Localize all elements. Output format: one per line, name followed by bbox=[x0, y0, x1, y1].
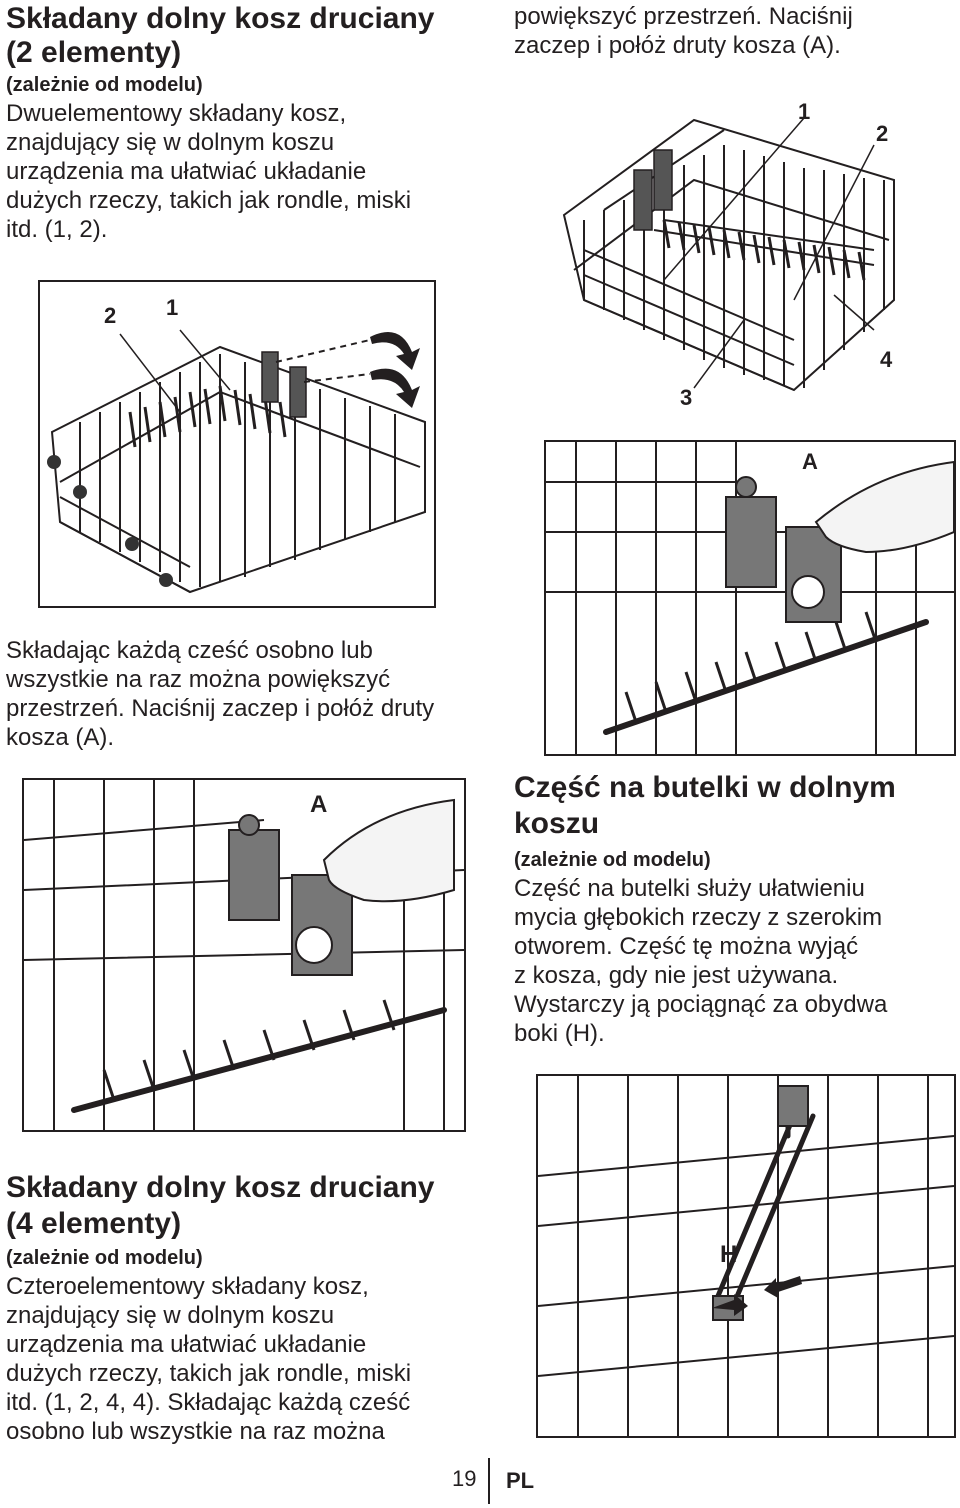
page-number: 19 bbox=[452, 1466, 477, 1491]
section-title: Składany dolny kosz druciany bbox=[6, 1171, 435, 1204]
bottle-part-illustration: H bbox=[536, 1074, 956, 1438]
section-body-line: znajdujący się w dolnym koszu bbox=[6, 129, 335, 156]
latch-press-illustration-right: A bbox=[544, 440, 956, 756]
section-folding-basket-2: Składany dolny kosz druciany (2 elementy… bbox=[6, 2, 476, 244]
latch-press-illustration-left: A bbox=[22, 778, 466, 1132]
section-body-line: Czteroelementowy składany kosz, bbox=[6, 1273, 369, 1300]
section-body-line: Dwuelementowy składany kosz, bbox=[6, 100, 347, 127]
body-line: przestrzeń. Naciśnij zaczep i połóż drut… bbox=[6, 695, 435, 722]
callout-label: H bbox=[720, 1241, 738, 1268]
body-line: zaczep i połóż druty kosza (A). bbox=[514, 32, 841, 59]
callout-label: 1 bbox=[166, 295, 179, 320]
section-folding-basket-4: Składany dolny kosz druciany (4 elementy… bbox=[6, 1170, 486, 1446]
section-subtitle: (zależnie od modelu) bbox=[6, 1247, 203, 1269]
callout-label: 2 bbox=[876, 121, 889, 146]
section-subtitle: (zależnie od modelu) bbox=[514, 849, 711, 871]
basket-two-part-illustration: 2 1 bbox=[38, 280, 436, 608]
section-title-line2: koszu bbox=[514, 807, 600, 840]
section-body-line: dużych rzeczy, takich jak rondle, miski bbox=[6, 187, 412, 214]
section-title-line2: (4 elementy) bbox=[6, 1207, 182, 1240]
section-body-line: dużych rzeczy, takich jak rondle, miski bbox=[6, 1360, 412, 1387]
section-title: Część na butelki w dolnym bbox=[514, 771, 896, 804]
basket-four-part-illustration: 1 2 3 4 bbox=[544, 70, 956, 422]
section-title: Składany dolny kosz druciany bbox=[6, 2, 435, 35]
continued-text: powiększyć przestrzeń. Naciśnij zaczep i… bbox=[514, 2, 954, 60]
section-body-line: urządzenia ma ułatwiać układanie bbox=[6, 158, 367, 185]
section-body-line: z kosza, gdy nie jest używana. bbox=[514, 962, 839, 989]
pull-arrow-icon bbox=[712, 1276, 802, 1316]
callout-label: A bbox=[802, 449, 818, 474]
callout-label: A bbox=[310, 791, 328, 818]
callout-label: 2 bbox=[104, 303, 117, 328]
section-body-line: Wystarczy ją pociągnąć za obydwa bbox=[514, 991, 888, 1018]
latch-drawing bbox=[24, 780, 464, 1130]
body-line: powiększyć przestrzeń. Naciśnij bbox=[514, 3, 853, 30]
body-line: wszystkie na raz można powiększyć bbox=[6, 666, 391, 693]
section-body-line: otworem. Część tę można wyjąć bbox=[514, 933, 859, 960]
section-body-line: znajdujący się w dolnym koszu bbox=[6, 1302, 335, 1329]
section-body-line: mycia głębokich rzeczy z szerokim bbox=[514, 904, 883, 931]
section-body-line: boki (H). bbox=[514, 1020, 605, 1047]
fold-arrow-icon bbox=[370, 332, 420, 408]
bottle-drawing bbox=[538, 1076, 954, 1436]
section-body-line: Część na butelki służy ułatwieniu bbox=[514, 875, 865, 902]
section-body-line: urządzenia ma ułatwiać układanie bbox=[6, 1331, 367, 1358]
footer-divider bbox=[488, 1458, 490, 1504]
latch-drawing bbox=[546, 442, 954, 754]
basket-drawing bbox=[562, 117, 895, 392]
section-body-line: itd. (1, 2, 4, 4). Składając każdą cześć bbox=[6, 1389, 411, 1416]
section-subtitle: (zależnie od modelu) bbox=[6, 74, 203, 96]
section-title-line2: (2 elementy) bbox=[6, 36, 182, 69]
section-bottle-part: Część na butelki w dolnym koszu (zależni… bbox=[514, 770, 954, 1048]
section-body-line: itd. (1, 2). bbox=[6, 216, 108, 243]
callout-label: 1 bbox=[798, 99, 811, 124]
language-code: PL bbox=[506, 1468, 535, 1493]
folding-instructions: Składając każdą cześć osobno lub wszystk… bbox=[6, 636, 496, 752]
body-line: Składając każdą cześć osobno lub bbox=[6, 637, 373, 664]
section-body-line: osobno lub wszystkie na raz można bbox=[6, 1418, 385, 1445]
basket-drawing bbox=[47, 329, 426, 594]
callout-label: 3 bbox=[680, 385, 693, 410]
body-line: kosza (A). bbox=[6, 724, 115, 751]
callout-label: 4 bbox=[880, 347, 893, 372]
